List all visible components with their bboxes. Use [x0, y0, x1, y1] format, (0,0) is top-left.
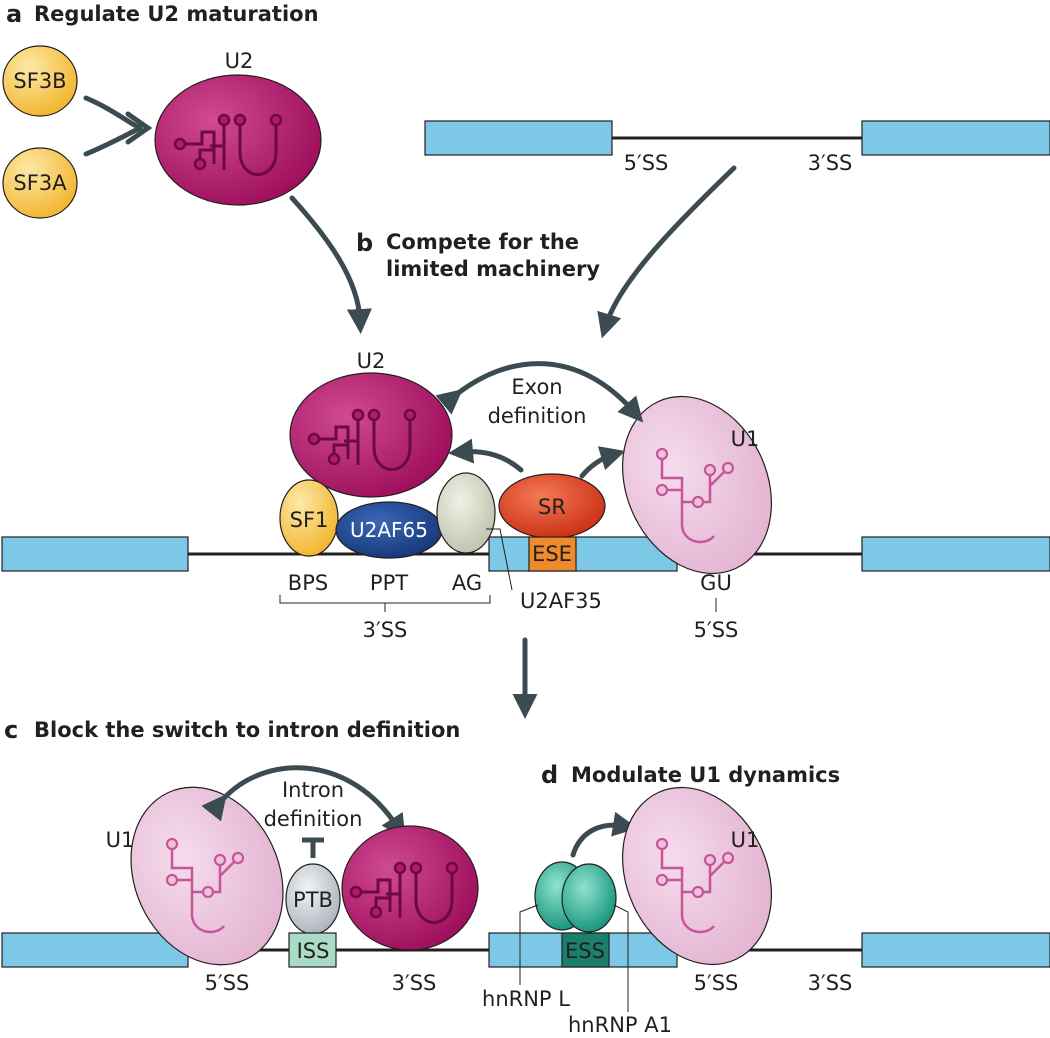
- sr-to-u2-arrow: [448, 438, 524, 473]
- panel-c-3ss-label: 3′SS: [392, 971, 437, 995]
- merge-arrowhead: [125, 111, 153, 145]
- ptb-label: PTB: [293, 888, 333, 912]
- panel-d-5ss-label: 5′SS: [694, 971, 739, 995]
- hnrnp-l-label: hnRNP L: [482, 987, 570, 1011]
- panel-d-3ss-label: 3′SS: [808, 971, 853, 995]
- sf3a-arrow: [83, 125, 143, 157]
- panel-b-u1-label: U1: [731, 427, 760, 451]
- u2af35-protein: [436, 472, 496, 554]
- ess-element: ESS: [561, 932, 610, 968]
- panel-d-letter: d: [541, 761, 558, 789]
- panel-c-5ss-label: 5′SS: [205, 971, 250, 995]
- iss-element: ISS: [288, 932, 337, 968]
- bottom-pre-mrna: [1, 932, 1050, 968]
- sf3a-label: SF3A: [13, 171, 67, 195]
- inhibition-tbar: [302, 837, 324, 858]
- exon-definition-arrow: [435, 361, 644, 423]
- u2af35-label: U2AF35: [520, 589, 602, 613]
- intron-def-line1: Intron: [282, 778, 344, 802]
- panel-a-u2-label: U2: [225, 49, 254, 73]
- sf3b-protein: SF3B: [2, 45, 78, 117]
- sr-protein: SR: [498, 473, 606, 539]
- exon-def-line2: definition: [488, 404, 587, 428]
- panel-c-u2-snrnp: [341, 825, 479, 951]
- panel-c-letter: c: [4, 716, 18, 744]
- ese-element: ESE: [528, 536, 577, 572]
- panel-a-letter: a: [6, 0, 22, 28]
- u2-down-arrow: [289, 195, 372, 334]
- ese-label: ESE: [532, 542, 572, 566]
- bps-label: BPS: [288, 571, 328, 595]
- panel-b-5ss-label: 5′SS: [694, 618, 739, 642]
- u2af65-protein: U2AF65: [335, 501, 443, 559]
- panel-d-u1-label: U1: [731, 828, 760, 852]
- panel-a-u2-snrnp: [154, 74, 322, 206]
- ess-label: ESS: [565, 939, 605, 963]
- panel-b-title-line1: Compete for the: [386, 230, 579, 254]
- exon-def-line1: Exon: [511, 375, 562, 399]
- hnrnp-a1-leader: [613, 904, 629, 1012]
- sf3b-label: SF3B: [13, 69, 66, 93]
- sr-to-u1-arrow: [579, 446, 626, 479]
- panel-d-u1-snrnp: [621, 786, 773, 966]
- panel-d-title: Modulate U1 dynamics: [571, 763, 840, 787]
- panel-c-u1-label: U1: [106, 828, 135, 852]
- gu-label: GU: [700, 571, 732, 595]
- hnrnp-a1-label: hnRNP A1: [568, 1013, 672, 1037]
- u2af65-label: U2AF65: [350, 518, 428, 542]
- intron-definition-arrow: [201, 765, 406, 840]
- middle-pre-mrna: [1, 536, 1050, 572]
- top-5ss-label: 5′SS: [624, 151, 669, 175]
- panel-b-u1-snrnp: [621, 395, 773, 575]
- panel-b-u2-snrnp: [289, 372, 453, 498]
- top-3ss-label: 3′SS: [808, 151, 853, 175]
- u1-release-arrow: [570, 811, 638, 858]
- pre-mrna-down-arrow: [597, 165, 737, 339]
- sf1-protein: SF1: [279, 479, 339, 557]
- ppt-label: PPT: [370, 571, 408, 595]
- panel-c-title: Block the switch to intron definition: [34, 718, 460, 742]
- top-pre-mrna: 5′SS 3′SS: [424, 120, 1050, 175]
- sf1-label: SF1: [290, 508, 329, 532]
- ag-label: AG: [452, 571, 482, 595]
- panel-b-title-line2: limited machinery: [386, 257, 600, 281]
- iss-label: ISS: [297, 939, 330, 963]
- 3ss-bracket: [279, 595, 491, 612]
- panel-b-u2-label: U2: [357, 349, 386, 373]
- panel-b-3ss-label: 3′SS: [363, 618, 408, 642]
- panel-a-title: Regulate U2 maturation: [34, 2, 319, 26]
- u2af35-leader: [486, 528, 513, 591]
- sr-label: SR: [538, 495, 566, 519]
- hnrnp-l-leader: [519, 904, 539, 985]
- intron-def-line2: definition: [264, 807, 363, 831]
- hnrnp-a1-protein: [561, 863, 617, 933]
- panel-b-letter: b: [356, 229, 373, 257]
- sf3a-protein: SF3A: [2, 147, 78, 219]
- sf3b-arrow: [83, 95, 143, 131]
- ptb-protein: PTB: [285, 863, 341, 935]
